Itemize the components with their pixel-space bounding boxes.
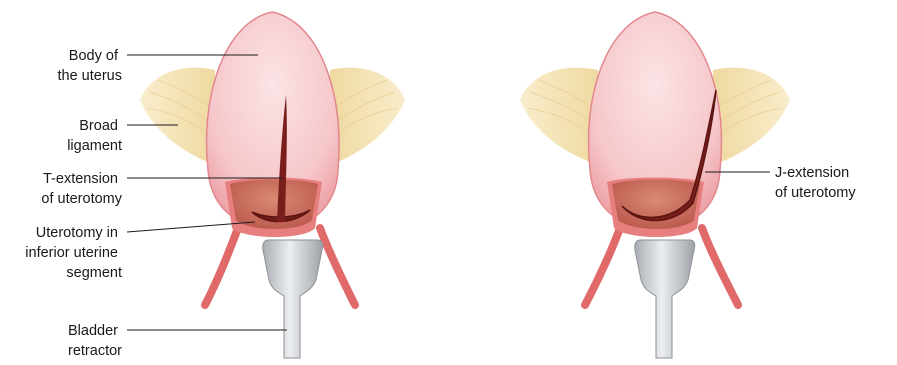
left-vessel-left — [205, 228, 238, 305]
label-utero-line1: Uterotomy in — [36, 225, 118, 241]
label-broad-ligament: Broad ligament — [67, 118, 122, 154]
label-broad-line1: Broad — [79, 118, 118, 134]
label-text-line1: T-extension — [43, 171, 118, 187]
label-utero-line2: inferior uterine — [25, 245, 118, 261]
label-bladder-line2: retractor — [68, 343, 122, 359]
left-bladder-retractor — [263, 240, 323, 358]
label-bladder-line1: Bladder — [68, 323, 118, 339]
label-body-of-uterus: Body of the uterus — [58, 48, 123, 84]
right-uterus-figure — [520, 12, 790, 358]
right-vessel-right — [702, 228, 738, 305]
label-j-line2: of uterotomy — [775, 185, 856, 201]
right-bladder-retractor — [635, 240, 695, 358]
label-j-line1: J-extension — [775, 165, 849, 181]
label-j-extension: J-extension of uterotomy — [775, 165, 856, 201]
right-vessel-left — [585, 228, 620, 305]
label-uterotomy: Uterotomy in inferior uterine segment — [25, 225, 122, 281]
label-body-line2: the uterus — [58, 68, 123, 84]
label-broad-line2: ligament — [67, 138, 122, 154]
left-vessel-right — [320, 228, 355, 305]
label-body-line1: Body of — [69, 48, 119, 64]
label-t-extension: T-extension of uterotomy — [41, 171, 122, 207]
left-uterus-figure — [140, 12, 405, 358]
label-bladder-retractor: Bladder retractor — [68, 323, 122, 359]
label-text-line2: of uterotomy — [41, 191, 122, 207]
label-utero-line3: segment — [66, 265, 122, 281]
